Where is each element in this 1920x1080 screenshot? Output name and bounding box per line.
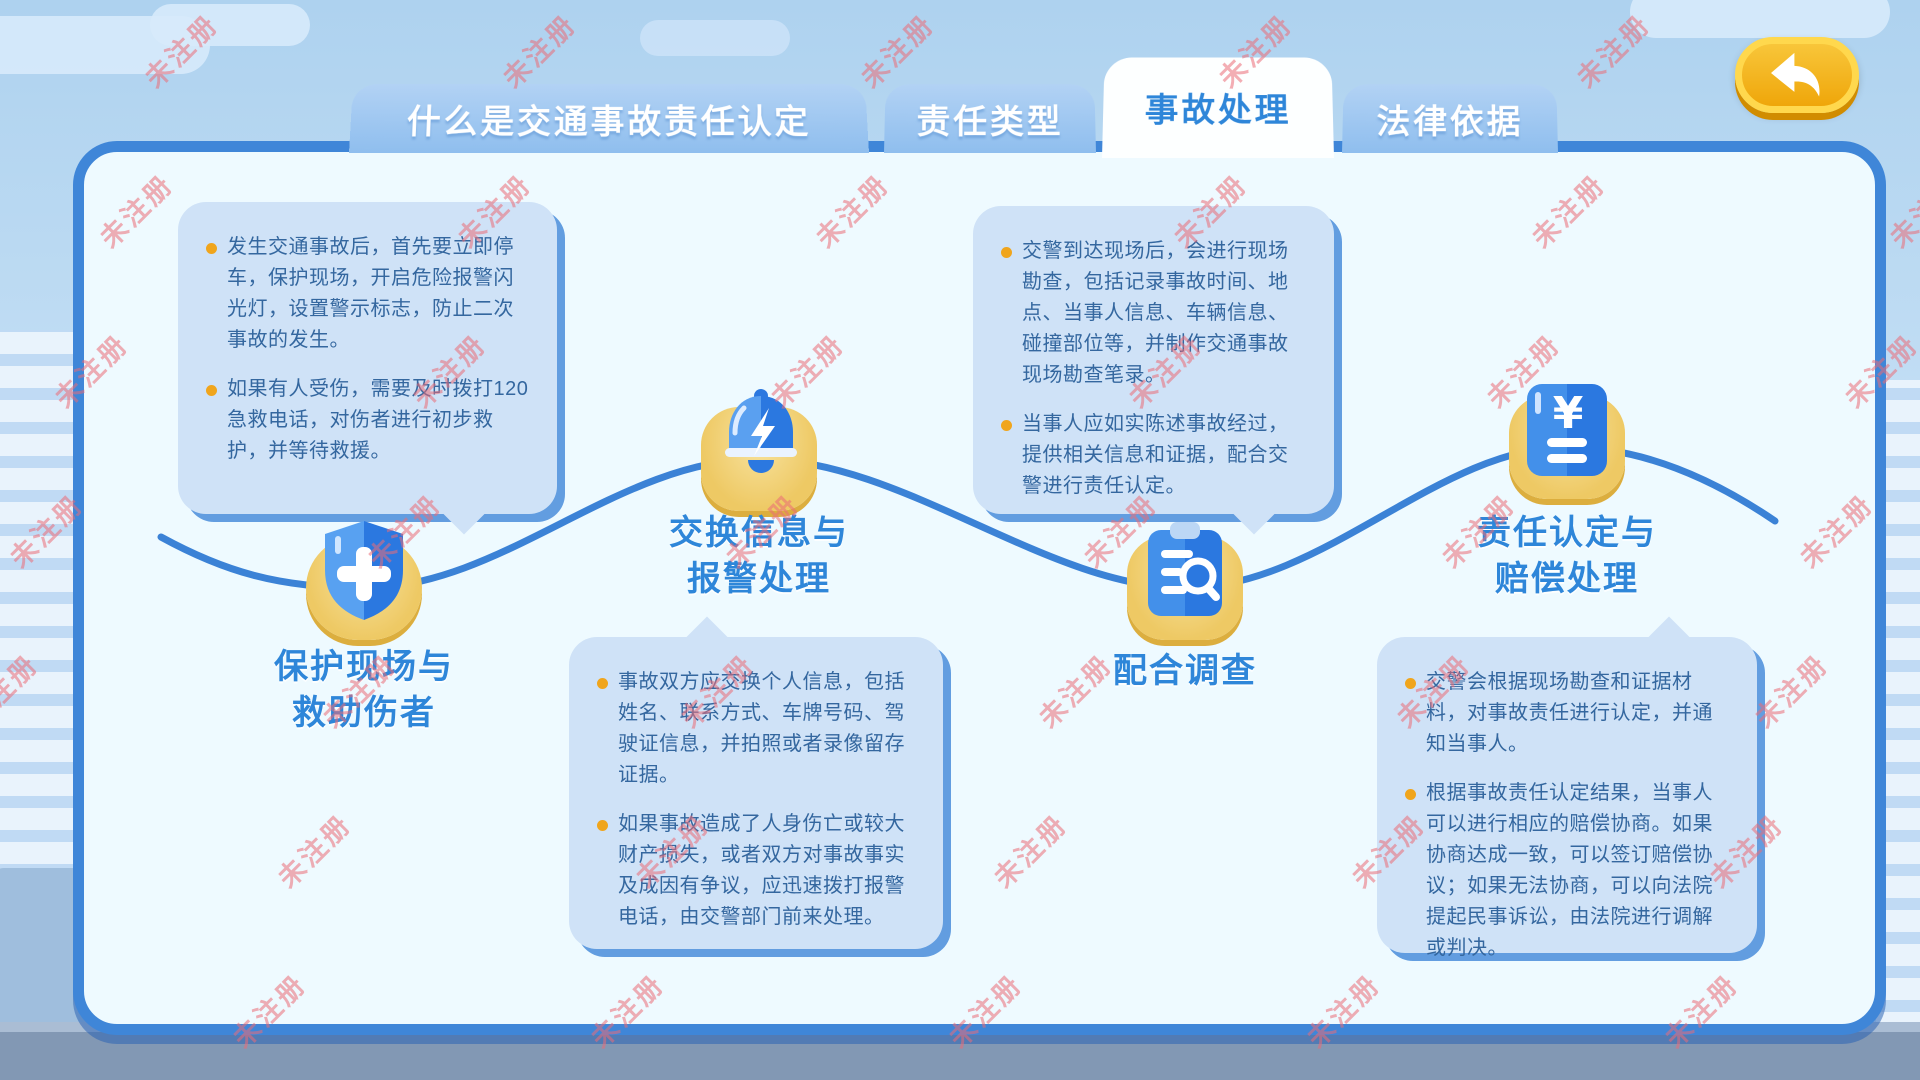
bullet-dot (597, 820, 608, 831)
tab-label: 法律依据 (1376, 103, 1524, 141)
bullet-dot (1001, 247, 1012, 258)
bullet-dot (1405, 678, 1416, 689)
alarm-bell-icon (725, 389, 797, 473)
back-button[interactable] (1735, 37, 1859, 113)
step-title-line: 报警处理 (687, 560, 831, 598)
road-strip (0, 1032, 1920, 1080)
tab-accident-handling[interactable]: 事故处理 (1102, 57, 1334, 159)
watermark-text: 未注册 (497, 8, 583, 94)
cloud (1630, 0, 1890, 38)
bullet-dot (597, 678, 608, 689)
bullet-item: 交警会根据现场勘查和证据材料，对事故责任进行认定，并通知当事人。 (1405, 667, 1731, 760)
bullet-text: 事故双方应交换个人信息，包括姓名、联系方式、车牌号码、驾驶证信息，并拍照或者录像… (618, 671, 905, 786)
bullet-dot (206, 243, 217, 254)
bullet-item: 交警到达现场后，会进行现场勘查，包括记录事故时间、地点、当事人信息、车辆信息、碰… (1001, 236, 1308, 391)
shield-cross-icon (325, 521, 403, 620)
cloud (150, 4, 310, 46)
bullet-dot (1001, 420, 1012, 431)
bullet-item: 当事人应如实陈述事故经过，提供相关信息和证据，配合交警进行责任认定。 (1001, 409, 1308, 502)
bullet-text: 当事人应如实陈述事故经过，提供相关信息和证据，配合交警进行责任认定。 (1022, 413, 1289, 497)
bullet-item: 如果事故造成了人身伤亡或较大财产损失，或者双方对事故事实及成因有争议，应迅速拨打… (597, 809, 917, 933)
bullet-item: 发生交通事故后，首先要立即停车，保护现场，开启危险报警闪光灯，设置警示标志，防止… (206, 232, 531, 356)
speech-bubble-step-1: 发生交通事故后，首先要立即停车，保护现场，开启危险报警闪光灯，设置警示标志，防止… (178, 202, 557, 514)
bullet-text: 交警到达现场后，会进行现场勘查，包括记录事故时间、地点、当事人信息、车辆信息、碰… (1022, 240, 1289, 386)
svg-text:¥: ¥ (1553, 388, 1584, 439)
bullet-text: 如果有人受伤，需要及时拨打120急救电话，对伤者进行初步救护，并等待救援。 (227, 378, 529, 462)
step-title-line: 交换信息与 (669, 514, 849, 552)
step-title-line: 配合调查 (1113, 652, 1257, 690)
bullet-dot (1405, 789, 1416, 800)
bullet-text: 如果事故造成了人身伤亡或较大财产损失，或者双方对事故事实及成因有争议，应迅速拨打… (618, 813, 905, 928)
bullet-text: 根据事故责任认定结果，当事人可以进行相应的赔偿协商。如果协商达成一致，可以签订赔… (1426, 782, 1713, 959)
yuan-book-icon: ¥ (1527, 384, 1607, 476)
step-title-exchange-info: 交换信息与 报警处理 (549, 510, 969, 602)
speech-bubble-step-3: 交警到达现场后，会进行现场勘查，包括记录事故时间、地点、当事人信息、车辆信息、碰… (973, 206, 1334, 514)
step-title-line: 救助伤者 (292, 694, 436, 732)
step-title-line: 责任认定与 (1477, 514, 1657, 552)
bullet-item: 根据事故责任认定结果，当事人可以进行相应的赔偿协商。如果协商达成一致，可以签订赔… (1405, 778, 1731, 964)
bullet-text: 交警会根据现场勘查和证据材料，对事故责任进行认定，并通知当事人。 (1426, 671, 1713, 755)
watermark-text: 未注册 (855, 8, 941, 94)
tab-label: 责任类型 (916, 103, 1064, 141)
cloud (640, 20, 790, 56)
tab-label: 什么是交通事故责任认定 (406, 103, 812, 141)
speech-bubble-step-4: 交警会根据现场勘查和证据材料，对事故责任进行认定，并通知当事人。 根据事故责任认… (1377, 637, 1757, 959)
back-arrow-icon (1771, 52, 1820, 97)
bullet-item: 如果有人受伤，需要及时拨打120急救电话，对伤者进行初步救护，并等待救援。 (206, 374, 531, 467)
tab-what-is-accident-liability[interactable]: 什么是交通事故责任认定 (349, 84, 869, 153)
bullet-item: 事故双方应交换个人信息，包括姓名、联系方式、车牌号码、驾驶证信息，并拍照或者录像… (597, 667, 917, 791)
bullet-text: 发生交通事故后，首先要立即停车，保护现场，开启危险报警闪光灯，设置警示标志，防止… (227, 236, 514, 351)
step-title-liability-compensation: 责任认定与 赔偿处理 (1357, 510, 1777, 602)
step-title-cooperate-investigation: 配合调查 (975, 648, 1395, 694)
speech-bubble-step-2: 事故双方应交换个人信息，包括姓名、联系方式、车牌号码、驾驶证信息，并拍照或者录像… (569, 637, 943, 949)
step-title-line: 保护现场与 (274, 648, 454, 686)
step-title-line: 赔偿处理 (1495, 560, 1639, 598)
tab-legal-basis[interactable]: 法律依据 (1342, 84, 1558, 153)
tab-label: 事故处理 (1144, 92, 1292, 130)
tab-responsibility-types[interactable]: 责任类型 (884, 84, 1096, 153)
clipboard-search-icon (1148, 522, 1222, 616)
step-title-protect-scene: 保护现场与 救助伤者 (154, 644, 574, 736)
bullet-dot (206, 385, 217, 396)
